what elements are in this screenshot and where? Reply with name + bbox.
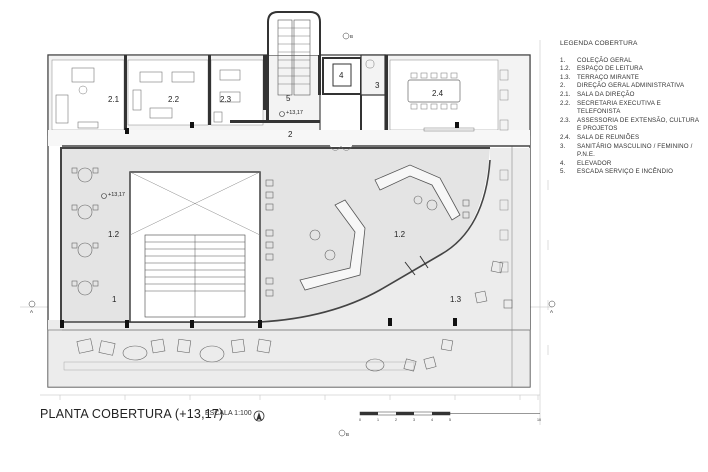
legend: LEGENDA COBERTURA 1.COLEÇÃO GERAL 1.2.ES… — [560, 40, 700, 177]
room-label-1: 1 — [112, 295, 117, 304]
legend-item: 2.1.SALA DA DIREÇÃO — [560, 90, 635, 98]
room-label-4: 4 — [339, 71, 344, 80]
stair-tower — [230, 11, 386, 130]
svg-text:B: B — [350, 34, 353, 39]
legend-item: 2.DIREÇÃO GERAL ADMINISTRATIVA — [560, 82, 685, 90]
room-label-5: 5 — [286, 94, 291, 103]
legend-item: 2.2.SECRETARIA EXECUTIVA E TELEFONISTA — [560, 99, 661, 116]
legend-title: LEGENDA COBERTURA — [560, 40, 638, 47]
section-marker-b-top: B — [342, 32, 353, 40]
level-marker-2: +13,17 — [279, 110, 303, 117]
north-arrow-icon — [253, 410, 265, 422]
room-label-2-3: 2.3 — [220, 95, 232, 104]
scale-tick-1: 1 — [377, 418, 379, 422]
room-label-2-1: 2.1 — [108, 95, 120, 104]
level-marker-1: +13,17 — [101, 192, 125, 199]
plan-title: PLANTA COBERTURA (+13,17) — [40, 407, 224, 421]
scale-bar: 0 1 2 3 4 5 10 — [359, 411, 541, 422]
room-label-2-2: 2.2 — [168, 95, 180, 104]
offices-band — [47, 54, 531, 273]
scale-tick-2: 2 — [395, 418, 397, 422]
scale-tick-3: 3 — [413, 418, 415, 422]
svg-text:B: B — [346, 432, 349, 437]
legend-item: 3.SANITÁRIO MASCULINO / FEMININO / P.N.E… — [560, 142, 693, 159]
legend-item: 2.3.ASSESSORIA DE EXTENSÃO, CULTURA E PR… — [560, 116, 699, 133]
central-void — [129, 171, 261, 323]
plan-scale-label: ESCALA 1:100 — [205, 410, 252, 417]
svg-text:+13,17: +13,17 — [108, 192, 125, 198]
legend-item: 4.ELEVADOR — [560, 159, 612, 167]
legend-item: 5.ESCADA SERVIÇO E INCÊNDIO — [560, 168, 674, 176]
scale-tick-5: 5 — [449, 418, 451, 422]
room-label-1-2-left: 1.2 — [108, 230, 120, 239]
legend-item: 1.3.TERRAÇO MIRANTE — [560, 73, 640, 81]
room-label-1-3: 1.3 — [450, 295, 462, 304]
section-marker-a-right: A — [548, 300, 556, 314]
svg-text:A: A — [30, 309, 33, 314]
plan-title-block: PLANTA COBERTURA (+13,17) — [40, 405, 223, 423]
room-label-3: 3 — [375, 81, 380, 90]
legend-item: 1.COLEÇÃO GERAL — [560, 56, 632, 64]
reading-furniture — [63, 164, 513, 372]
door-bend — [404, 255, 429, 276]
scale-tick-4: 4 — [431, 418, 433, 422]
legend-item: 1.2.ESPAÇO DE LEITURA — [560, 65, 644, 73]
room-label-2-4: 2.4 — [432, 89, 444, 98]
legend-item: 2.4.SALA DE REUNIÕES — [560, 133, 640, 141]
svg-text:A: A — [550, 309, 553, 314]
room-label-2: 2 — [288, 130, 293, 139]
room-label-1-2-right: 1.2 — [394, 230, 406, 239]
scale-tick-0: 0 — [359, 418, 361, 422]
columns — [60, 122, 459, 328]
scale-tick-10: 10 — [537, 418, 541, 422]
section-marker-b-bottom: B — [338, 429, 349, 437]
svg-text:+13,17: +13,17 — [286, 110, 303, 116]
section-marker-a-left: A — [28, 300, 36, 314]
